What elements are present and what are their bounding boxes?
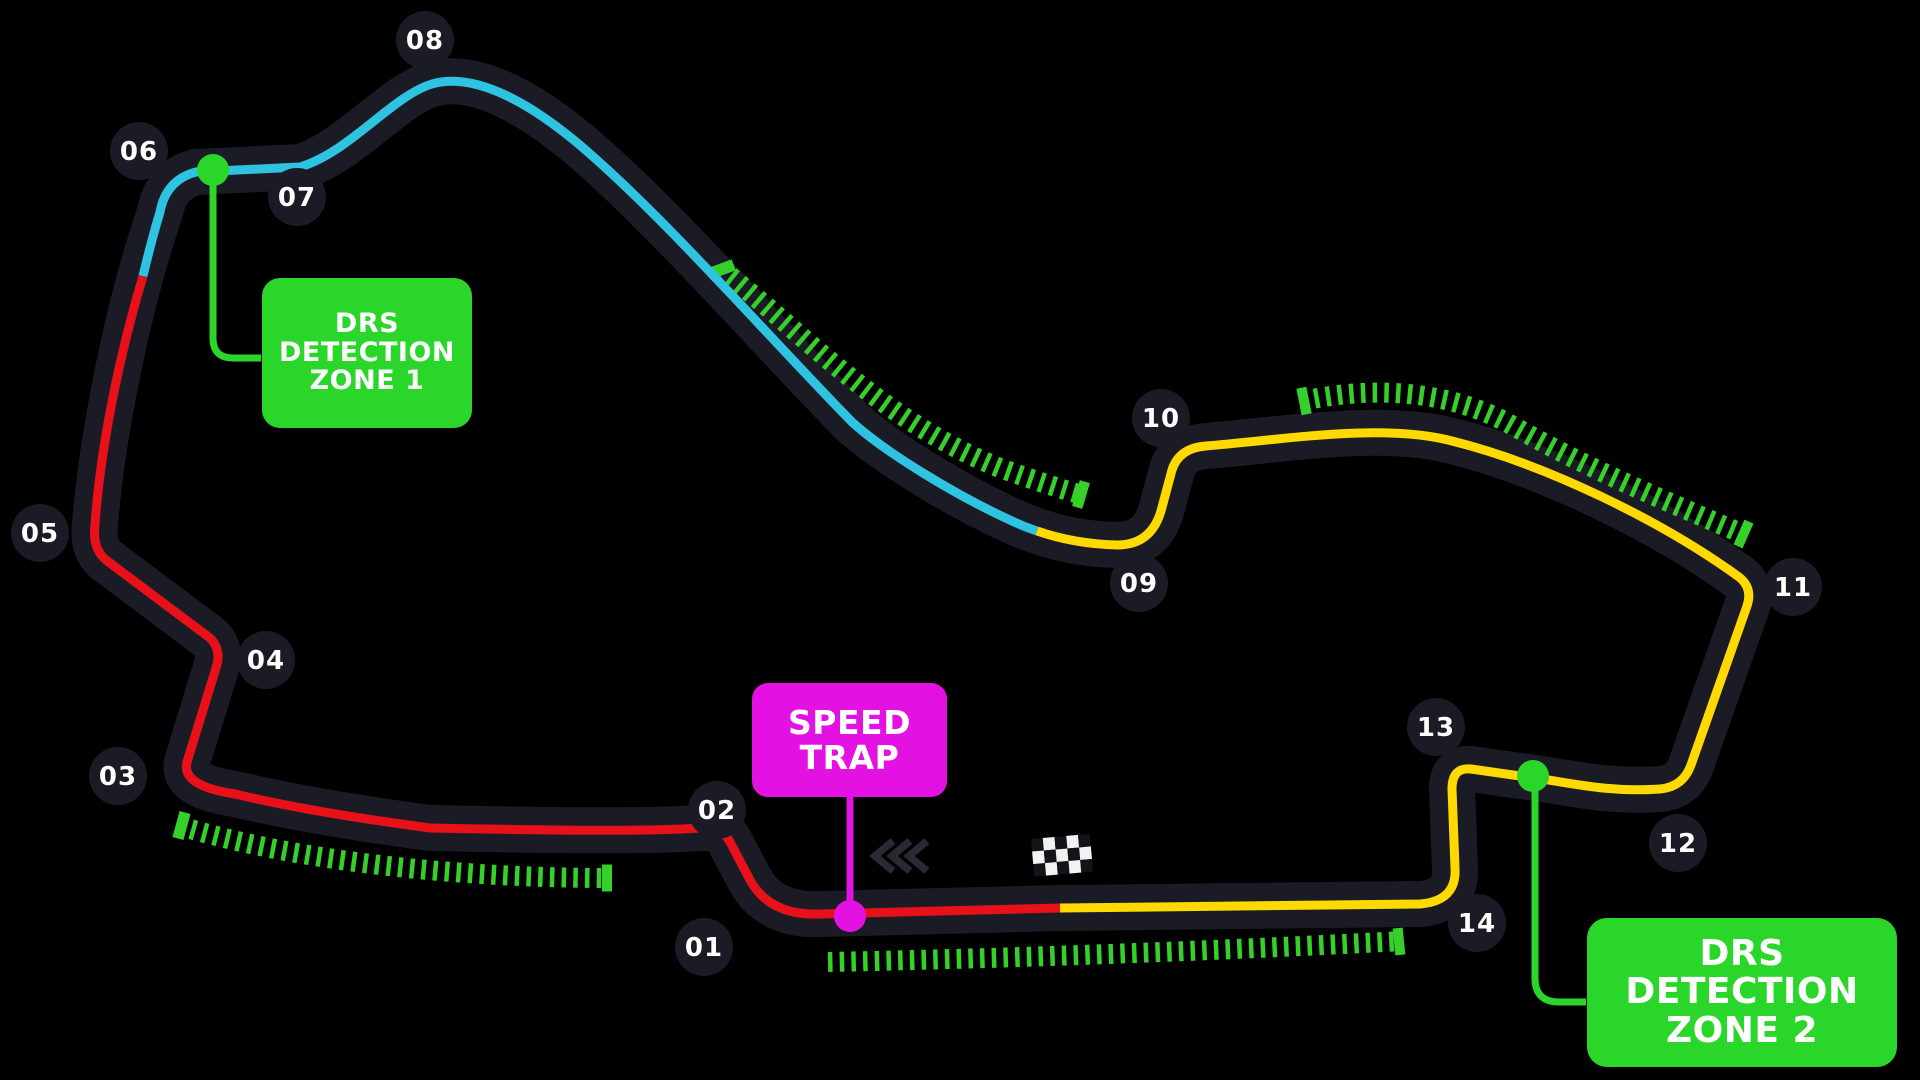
- flag-cell: [1054, 835, 1068, 850]
- turn-marker-circle: [1649, 814, 1707, 872]
- finish-line-flag-icon: [1031, 833, 1094, 877]
- turn-marker-14: 14: [1448, 894, 1506, 952]
- turn-marker-circle: [110, 122, 168, 180]
- turn-marker-number: 01: [685, 933, 723, 963]
- turn-marker-11: 11: [1764, 558, 1822, 616]
- drs-activation-zones: [172, 259, 1754, 972]
- drs-zone-hatch-4: [827, 931, 1404, 972]
- flag-cell: [1068, 859, 1082, 874]
- drs-zone-hatch-3-cap-end: [1733, 519, 1754, 549]
- drs-detection-1-connector: [209, 182, 261, 362]
- turn-marker-number: 11: [1774, 573, 1812, 603]
- drs-detection-zone-2-label: DRS DETECTION ZONE 2: [1587, 918, 1897, 1067]
- speed-line1: SPEED: [788, 702, 911, 742]
- turn-marker-circle: [396, 11, 454, 69]
- drs-zone-hatch-1: [177, 816, 613, 888]
- drs2-line2: DETECTION: [1625, 971, 1859, 1013]
- speed-line2: TRAP: [799, 738, 900, 777]
- drs1-line3: ZONE 1: [309, 365, 425, 397]
- turn-marker-03: 03: [89, 747, 147, 805]
- turn-marker-circle: [1407, 698, 1465, 756]
- turn-marker-number: 09: [1120, 569, 1158, 599]
- turn-marker-08: 08: [396, 11, 454, 69]
- flag-cell: [1080, 858, 1094, 873]
- turn-marker-circle: [11, 504, 69, 562]
- direction-chevrons-icon: [869, 838, 930, 874]
- turn-marker-10: 10: [1132, 389, 1190, 447]
- turn-marker-circle: [1448, 894, 1506, 952]
- turn-marker-02: 02: [688, 781, 746, 839]
- turn-marker-04: 04: [237, 631, 295, 689]
- turn-marker-12: 12: [1649, 814, 1707, 872]
- flag-cell: [1066, 834, 1080, 849]
- turn-marker-number: 02: [698, 796, 736, 826]
- drs-detection-2-dot: [1517, 760, 1549, 792]
- turn-markers: 01 02 03 04 05 06 07 08 09 10 11 12 13 14: [11, 11, 1822, 976]
- flag-cell: [1056, 861, 1070, 875]
- drs2-line3: ZONE 2: [1665, 1009, 1818, 1051]
- flag-cell: [1079, 846, 1092, 860]
- turn-marker-number: 12: [1659, 829, 1697, 859]
- turn-marker-number: 13: [1417, 713, 1455, 743]
- turn-marker-number: 05: [21, 519, 59, 549]
- turn-marker-circle: [675, 918, 733, 976]
- flag-cell: [1067, 847, 1081, 862]
- drs-zone-hatch-3-cap-start: [1296, 386, 1312, 416]
- turn-marker-06: 06: [110, 122, 168, 180]
- flag-cell: [1044, 862, 1058, 876]
- speed-trap-label: SPEED TRAP: [752, 683, 947, 797]
- drs1-line2: DETECTION: [278, 336, 456, 368]
- turn-marker-number: 14: [1458, 909, 1496, 939]
- turn-marker-number: 03: [99, 762, 137, 792]
- turn-marker-circle: [1110, 554, 1168, 612]
- drs-zone-hatch-1-cap-start: [172, 810, 191, 841]
- flag-cell: [1042, 836, 1056, 851]
- turn-marker-circle: [688, 781, 746, 839]
- turn-marker-13: 13: [1407, 698, 1465, 756]
- drs-zone-hatch-4-cap-end: [1392, 927, 1406, 956]
- drs-zone-hatch-3: [1300, 382, 1752, 546]
- flag-cell: [1043, 849, 1057, 864]
- drs-detection-1-dot: [197, 154, 229, 186]
- flag-cell: [1078, 833, 1091, 848]
- turn-marker-circle: [268, 168, 326, 226]
- turn-marker-09: 09: [1110, 554, 1168, 612]
- racing-line-sector-cyan: [138, 76, 1039, 536]
- drs-zone-hatch-2: [714, 261, 1089, 506]
- drs-zone-hatch-2-cap-start: [706, 259, 736, 280]
- turn-marker-number: 07: [278, 183, 316, 213]
- drs-detection-2-connector: [1531, 790, 1586, 1006]
- turn-marker-number: 04: [247, 646, 285, 676]
- turn-marker-number: 06: [120, 137, 158, 167]
- flag-cell: [1032, 850, 1045, 865]
- turn-marker-number: 08: [406, 26, 444, 56]
- turn-marker-circle: [237, 631, 295, 689]
- racing-line-sector-yellow: [1035, 428, 1754, 913]
- turn-marker-07: 07: [268, 168, 326, 226]
- speed-trap-dot: [834, 900, 866, 932]
- turn-marker-05: 05: [11, 504, 69, 562]
- turn-marker-number: 10: [1142, 404, 1180, 434]
- flag-cell: [1055, 848, 1069, 863]
- turn-marker-circle: [1764, 558, 1822, 616]
- flag-cell: [1031, 837, 1044, 852]
- drs2-line1: DRS: [1699, 932, 1785, 974]
- drs1-line1: DRS: [334, 307, 400, 339]
- flag-cell: [1033, 863, 1047, 877]
- turn-marker-01: 01: [675, 918, 733, 976]
- turn-marker-circle: [1132, 389, 1190, 447]
- turn-marker-circle: [89, 747, 147, 805]
- drs-zone-hatch-2-cap-end: [1072, 480, 1090, 509]
- drs-detection-zone-1-label: DRS DETECTION ZONE 1: [262, 278, 472, 428]
